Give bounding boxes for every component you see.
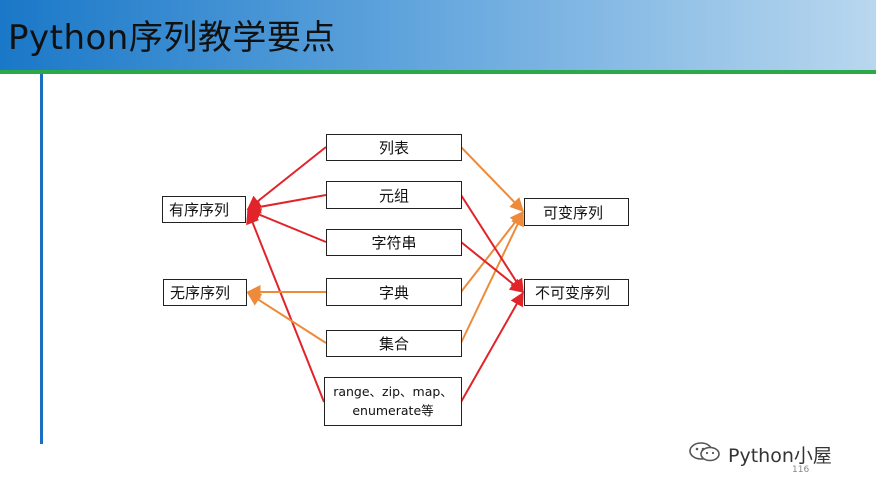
node-set-label: 集合 — [378, 335, 409, 353]
page-number: 116 — [792, 465, 810, 475]
arrow-tuple-to-ordered — [246, 194, 327, 214]
node-list-label: 列表 — [378, 139, 409, 157]
arrow-misc-to-ordered — [246, 209, 325, 403]
node-immutable-label: 不可变序列 — [535, 284, 611, 302]
watermark-brand: Python小屋 — [728, 444, 832, 467]
arrow-misc-to-immutable — [460, 291, 524, 403]
wechat-icon — [688, 441, 722, 468]
node-set: 集合 — [326, 330, 462, 357]
node-misc-line1: range、zip、map、 — [333, 384, 453, 400]
node-misc: range、zip、map、 enumerate等 — [324, 377, 462, 426]
arrow-set-to-mutable — [460, 211, 524, 344]
node-dict: 字典 — [326, 278, 462, 306]
arrow-list-to-mutable — [460, 146, 524, 213]
arrow-string-to-immutable — [460, 241, 525, 293]
node-mutable: 可变序列 — [524, 198, 629, 226]
arrow-string-to-ordered — [246, 208, 327, 243]
watermark: Python小屋 — [688, 440, 832, 468]
node-unordered-label: 无序序列 — [170, 284, 231, 302]
node-list: 列表 — [326, 134, 462, 161]
page-title: Python序列教学要点 — [8, 18, 336, 58]
arrow-tuple-to-immutable — [460, 194, 524, 294]
node-immutable: 不可变序列 — [524, 279, 629, 306]
header-divider — [0, 70, 876, 74]
node-tuple: 元组 — [326, 181, 462, 209]
node-mutable-label: 可变序列 — [543, 203, 604, 222]
node-unordered: 无序序列 — [163, 279, 247, 306]
left-accent-bar — [40, 74, 43, 444]
node-string-label: 字符串 — [371, 234, 417, 252]
node-ordered: 有序序列 — [162, 196, 246, 223]
node-string: 字符串 — [326, 229, 462, 256]
arrow-set-to-unordered — [246, 292, 327, 344]
title-banner: Python序列教学要点 — [0, 0, 876, 70]
node-dict-label: 字典 — [378, 283, 409, 302]
arrow-list-to-ordered — [246, 146, 327, 210]
node-tuple-label: 元组 — [378, 186, 409, 205]
node-ordered-label: 有序序列 — [169, 201, 230, 219]
node-misc-line2: enumerate等 — [352, 402, 434, 418]
